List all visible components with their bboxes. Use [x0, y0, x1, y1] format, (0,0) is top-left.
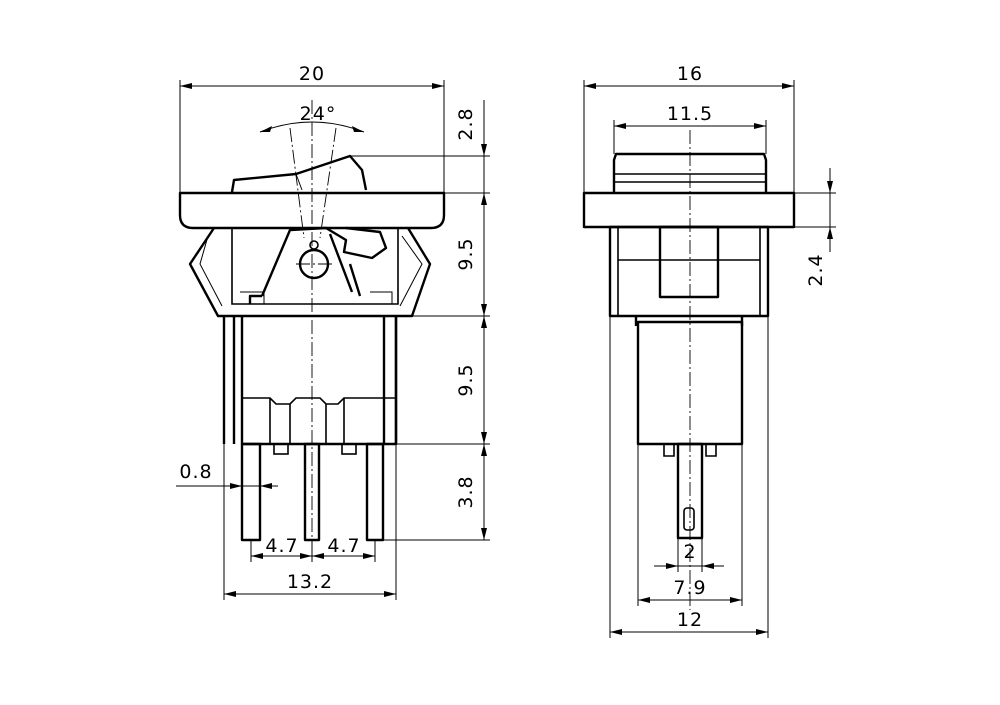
dim-body-height: 9.5	[455, 237, 477, 270]
dim-flange-thickness: 2.4	[805, 253, 827, 286]
pin-right	[365, 442, 385, 542]
front-flange	[178, 191, 446, 230]
front-view	[178, 100, 446, 560]
side-dimensions	[583, 80, 836, 638]
side-housing	[608, 225, 770, 318]
front-base	[240, 316, 398, 446]
dim-rocker-angle: 24°	[300, 103, 337, 125]
dim-front-width: 20	[299, 63, 325, 85]
dim-pin-length: 3.8	[455, 475, 477, 508]
side-actuator	[658, 225, 720, 299]
dim-rocker-height: 2.8	[455, 107, 477, 140]
dim-side-width: 16	[677, 63, 703, 85]
side-flange	[582, 191, 796, 229]
dim-rocker-width: 11.5	[667, 103, 713, 125]
dim-base-height: 9.5	[455, 363, 477, 396]
dim-pin-pitch-right: 4.7	[327, 535, 360, 557]
side-view	[582, 130, 796, 610]
pin-left	[240, 442, 262, 542]
dim-pin-thickness: 2	[683, 541, 696, 563]
rocker-cap	[230, 154, 368, 193]
dim-pin-span: 13.2	[287, 571, 333, 593]
dim-base-width: 7.9	[673, 577, 706, 599]
dim-body-width: 12	[677, 609, 703, 631]
front-housing	[188, 227, 432, 318]
front-dimensions	[176, 80, 490, 600]
dim-pin-width: 0.8	[179, 461, 212, 483]
dim-pin-pitch-left: 4.7	[265, 535, 298, 557]
